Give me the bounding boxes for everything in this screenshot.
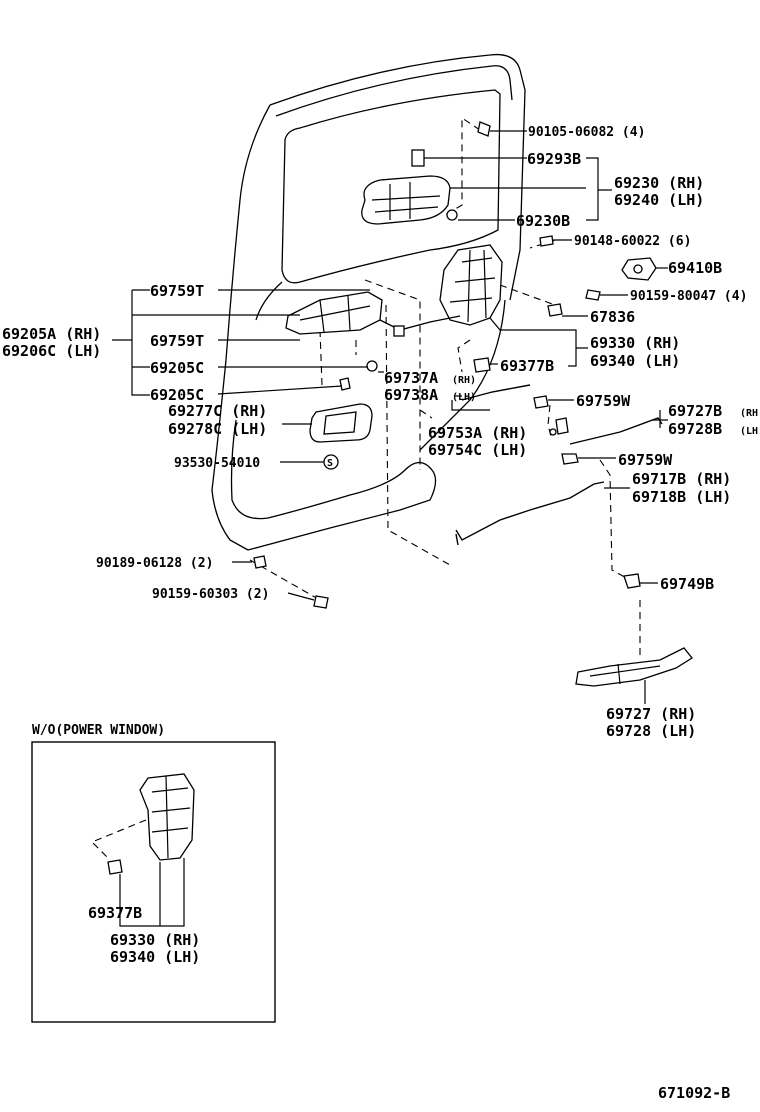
label-90159-60303: 90159-60303 (2) xyxy=(152,587,269,602)
label-69340: 69340 (LH) xyxy=(590,352,680,370)
label-69753A: 69753A (RH) xyxy=(428,424,527,442)
clip-90189 xyxy=(253,555,267,569)
label-69206C: 69206C (LH) xyxy=(2,342,101,360)
label-69230: 69230 (RH) xyxy=(614,174,704,192)
label-69728B: 69728B xyxy=(668,420,722,438)
control-69727 xyxy=(575,647,693,687)
label-69727B: 69727B xyxy=(668,402,722,420)
label-69230B: 69230B xyxy=(516,212,570,230)
inset-frame xyxy=(31,741,276,1023)
rod-69737A xyxy=(379,315,461,337)
inset-label-69340: 69340 (LH) xyxy=(110,948,200,966)
label-69410B: 69410B xyxy=(668,259,722,277)
inset-label-69330: 69330 (RH) xyxy=(110,931,200,949)
label-69717B: 69717B (RH) xyxy=(632,470,731,488)
inset-title: W/O(POWER WINDOW) xyxy=(32,723,165,738)
clip-69759W xyxy=(533,395,569,436)
clip-69205C xyxy=(366,360,378,372)
rod-69727B xyxy=(569,417,663,445)
dashed-reference-lines xyxy=(249,116,641,655)
label-69737A-rh: (RH) xyxy=(452,375,476,386)
label-69728: 69728 (LH) xyxy=(606,722,696,740)
figure-code: 671092-B xyxy=(658,1084,730,1102)
pad-69230B xyxy=(446,209,458,221)
label-69205A: 69205A (RH) xyxy=(2,325,101,343)
label-69738A: 69738A xyxy=(384,386,438,404)
bezel-69277C xyxy=(309,403,373,443)
label-69205C-upper: 69205C xyxy=(150,359,204,377)
label-90148-60022: 90148-60022 (6) xyxy=(574,234,691,249)
label-69728B-lh: (LH xyxy=(740,426,758,437)
bolt-90105 xyxy=(477,121,491,137)
rod-69717B xyxy=(455,481,605,546)
label-69759T-lower: 69759T xyxy=(150,332,204,350)
clip-69749B xyxy=(623,573,641,589)
labels: 90105-06082 (4) 69293B 69230 (RH) 69240 … xyxy=(2,125,758,740)
label-69240: 69240 (LH) xyxy=(614,191,704,209)
s-mark: S xyxy=(327,458,333,469)
label-69727: 69727 (RH) xyxy=(606,705,696,723)
label-67836: 67836 xyxy=(590,308,635,326)
label-93530-54010: 93530-54010 xyxy=(174,456,260,471)
label-69738A-lh: (LH) xyxy=(452,392,476,403)
clip-69205C-lower xyxy=(339,377,351,391)
leader-lines xyxy=(112,130,668,704)
label-69293B: 69293B xyxy=(527,150,581,168)
cover-67836 xyxy=(547,303,563,317)
pad-69377B xyxy=(473,357,491,373)
screw-cap-93530: S xyxy=(323,454,339,470)
inset-door-lock xyxy=(139,773,195,861)
label-69278C: 69278C (LH) xyxy=(168,420,267,438)
label-90189-06128: 90189-06128 (2) xyxy=(96,556,213,571)
door-lock-69330 xyxy=(439,244,503,326)
label-69727B-rh: (RH xyxy=(740,408,758,419)
striker-69410B xyxy=(621,257,657,281)
inside-handle-69205A xyxy=(285,291,383,335)
label-69330: 69330 (RH) xyxy=(590,334,680,352)
label-69759W-lower: 69759W xyxy=(618,451,673,469)
label-90159-80047: 90159-80047 (4) xyxy=(630,289,747,304)
screw-90148 xyxy=(539,235,554,247)
label-69205C-lower: 69205C xyxy=(150,386,204,404)
screw-90159-80047 xyxy=(585,289,601,301)
label-69377B: 69377B xyxy=(500,357,554,375)
label-69759W-upper: 69759W xyxy=(576,392,631,410)
label-69754C: 69754C (LH) xyxy=(428,441,527,459)
rod-69753A xyxy=(461,384,531,401)
inset-label-69377B: 69377B xyxy=(88,904,142,922)
label-69759T-upper: 69759T xyxy=(150,282,204,300)
inset-without-power-window: W/O(POWER WINDOW) 69377B 69330 (RH) 6934… xyxy=(31,723,276,1023)
clip-69293B xyxy=(411,149,425,167)
label-90105-06082: 90105-06082 (4) xyxy=(528,125,645,140)
label-69277C: 69277C (RH) xyxy=(168,402,267,420)
screw-90159-60303 xyxy=(313,595,329,609)
label-69718B: 69718B (LH) xyxy=(632,488,731,506)
label-69749B: 69749B xyxy=(660,575,714,593)
label-69737A: 69737A xyxy=(384,369,438,387)
outside-handle-69230 xyxy=(361,175,451,225)
clip-69759W-lower xyxy=(561,453,579,465)
door-panel xyxy=(211,53,526,551)
inset-pad-69377B xyxy=(107,859,123,875)
